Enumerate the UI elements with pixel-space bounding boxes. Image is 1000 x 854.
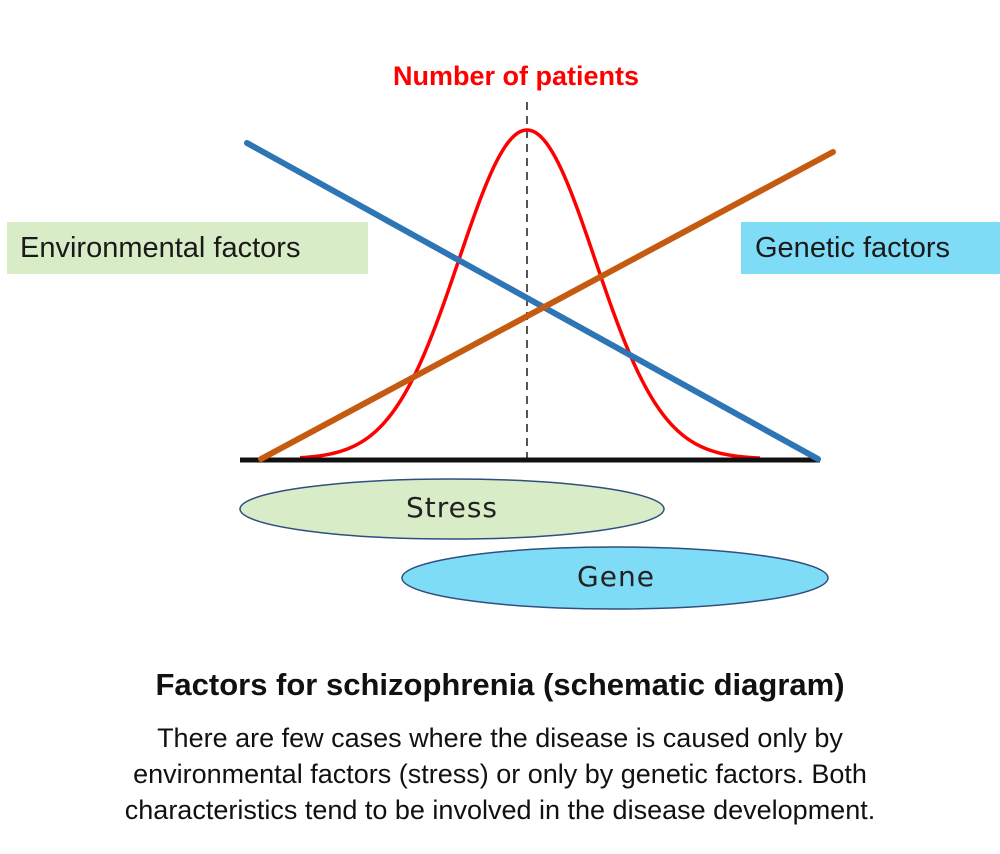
environmental-factors-label: Environmental factors: [20, 232, 301, 264]
caption-body: There are few cases where the disease is…: [124, 723, 876, 825]
genetic-factors-box: Genetic factors: [741, 222, 1000, 274]
stress-ellipse: [239, 478, 665, 540]
gene-ellipse: [401, 546, 829, 610]
environmental-factors-box: Environmental factors: [7, 222, 368, 274]
environmental-factor-line: [244, 140, 821, 462]
genetic-factor-line: [258, 149, 836, 462]
stress-label: Stress: [405, 491, 499, 524]
gene-label: Gene: [577, 560, 655, 593]
number-of-patients-label: Number of patients: [392, 61, 640, 91]
caption-title: Factors for schizophrenia (schematic dia…: [155, 667, 845, 702]
patient-distribution-curve: [299, 128, 761, 460]
genetic-factors-label: Genetic factors: [755, 232, 951, 264]
